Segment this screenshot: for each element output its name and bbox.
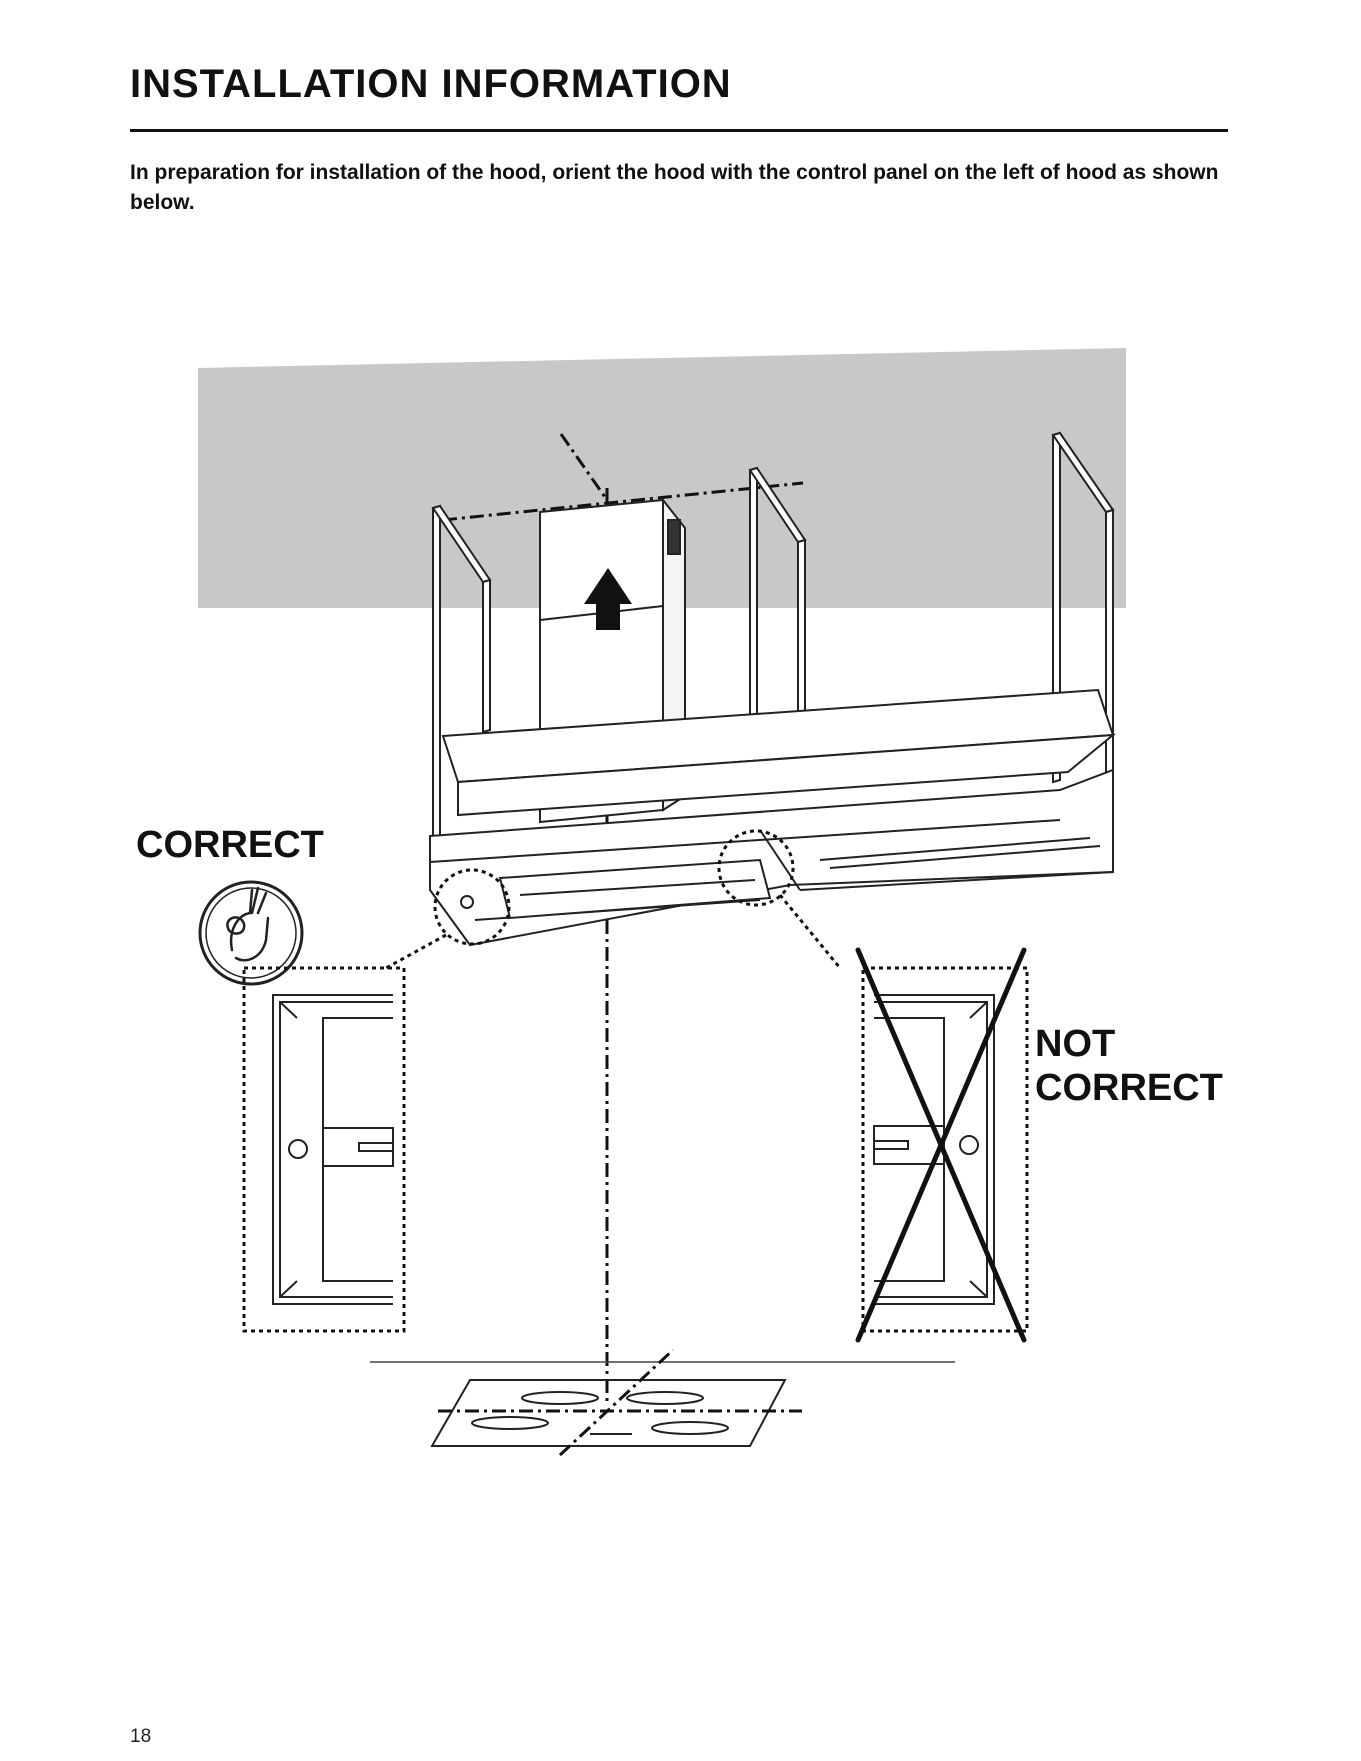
not-correct-leader-line <box>780 895 840 968</box>
intro-paragraph: In preparation for installation of the h… <box>130 158 1235 218</box>
installation-diagram <box>0 330 1361 1490</box>
page-title: INSTALLATION INFORMATION <box>130 62 732 107</box>
page-number: 18 <box>130 1726 151 1748</box>
not-correct-label: NOT CORRECT <box>1035 1022 1223 1110</box>
correct-panel-drawing <box>273 995 393 1304</box>
not-correct-line-1: NOT <box>1035 1022 1223 1066</box>
correct-label: CORRECT <box>136 824 324 867</box>
hood-body <box>430 690 1113 945</box>
title-divider <box>130 129 1228 132</box>
not-correct-line-2: CORRECT <box>1035 1066 1223 1110</box>
correct-leader-line <box>386 935 446 968</box>
control-knob <box>461 896 473 908</box>
